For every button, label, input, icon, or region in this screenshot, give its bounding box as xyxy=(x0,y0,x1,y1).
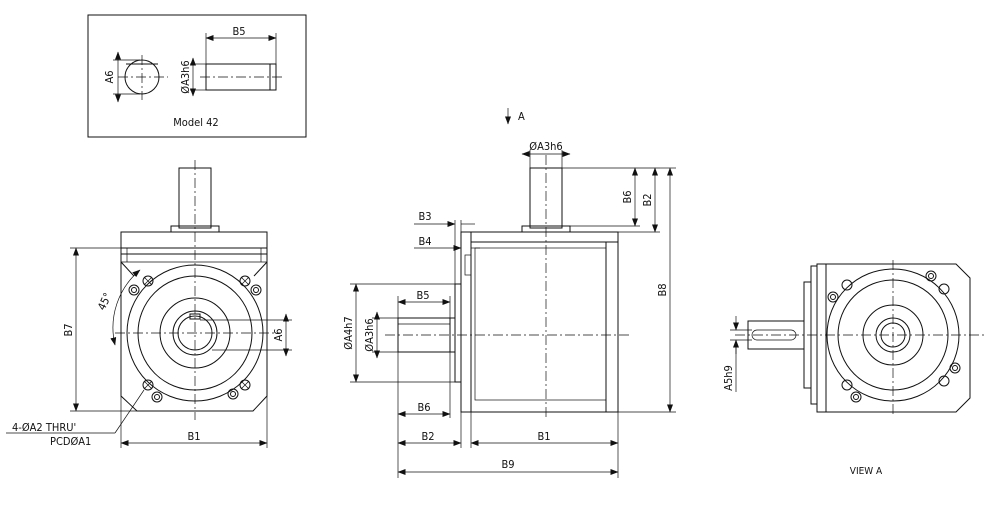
side-b8-label: B8 xyxy=(656,283,669,296)
front-a6-label: A6 xyxy=(272,328,285,341)
side-b6-top-label: B6 xyxy=(621,190,634,203)
side-b1-label: B1 xyxy=(537,430,550,443)
view-a: A5h9 VIEW A xyxy=(722,260,985,477)
side-b2-top-label: B2 xyxy=(641,193,654,206)
view-a-caption: VIEW A xyxy=(850,466,883,477)
side-view-arrow-label: A xyxy=(518,110,525,123)
front-b7-label: B7 xyxy=(62,323,75,336)
side-b9-label: B9 xyxy=(501,458,514,471)
front-hole-note-line2: PCDØA1 xyxy=(50,435,91,448)
side-b2-label: B2 xyxy=(421,430,434,443)
side-view: A ØA3h6 B6 B2 xyxy=(342,108,676,478)
side-left-shaft-diameter-label: ØA3h6 xyxy=(363,318,376,351)
side-b4-label: B4 xyxy=(418,235,431,248)
side-b3-label: B3 xyxy=(418,210,431,223)
front-hole-note-line1: 4-ØA2 THRU' xyxy=(12,421,76,434)
side-b6-label: B6 xyxy=(417,401,430,414)
view-a-key-width-label: A5h9 xyxy=(722,365,735,391)
inset-shaft-diameter-label: ØA3h6 xyxy=(179,60,192,93)
front-view: B7 45° A6 B1 4-ØA2 THRU' PCDØA1 xyxy=(6,160,292,448)
front-view-bolt-holes xyxy=(142,275,251,391)
inset-a6-label: A6 xyxy=(103,70,116,83)
side-top-shaft-diameter-label: ØA3h6 xyxy=(529,140,562,153)
side-b5-label: B5 xyxy=(416,289,429,302)
inset-caption: Model 42 xyxy=(173,116,218,129)
front-angle-label: 45° xyxy=(95,291,114,312)
side-pilot-diameter-label: ØA4h7 xyxy=(342,316,355,349)
front-b1-label: B1 xyxy=(187,430,200,443)
inset-b5-label: B5 xyxy=(232,25,245,38)
model-42-inset: A6 ØA3h6 B5 Model 42 xyxy=(87,14,307,138)
